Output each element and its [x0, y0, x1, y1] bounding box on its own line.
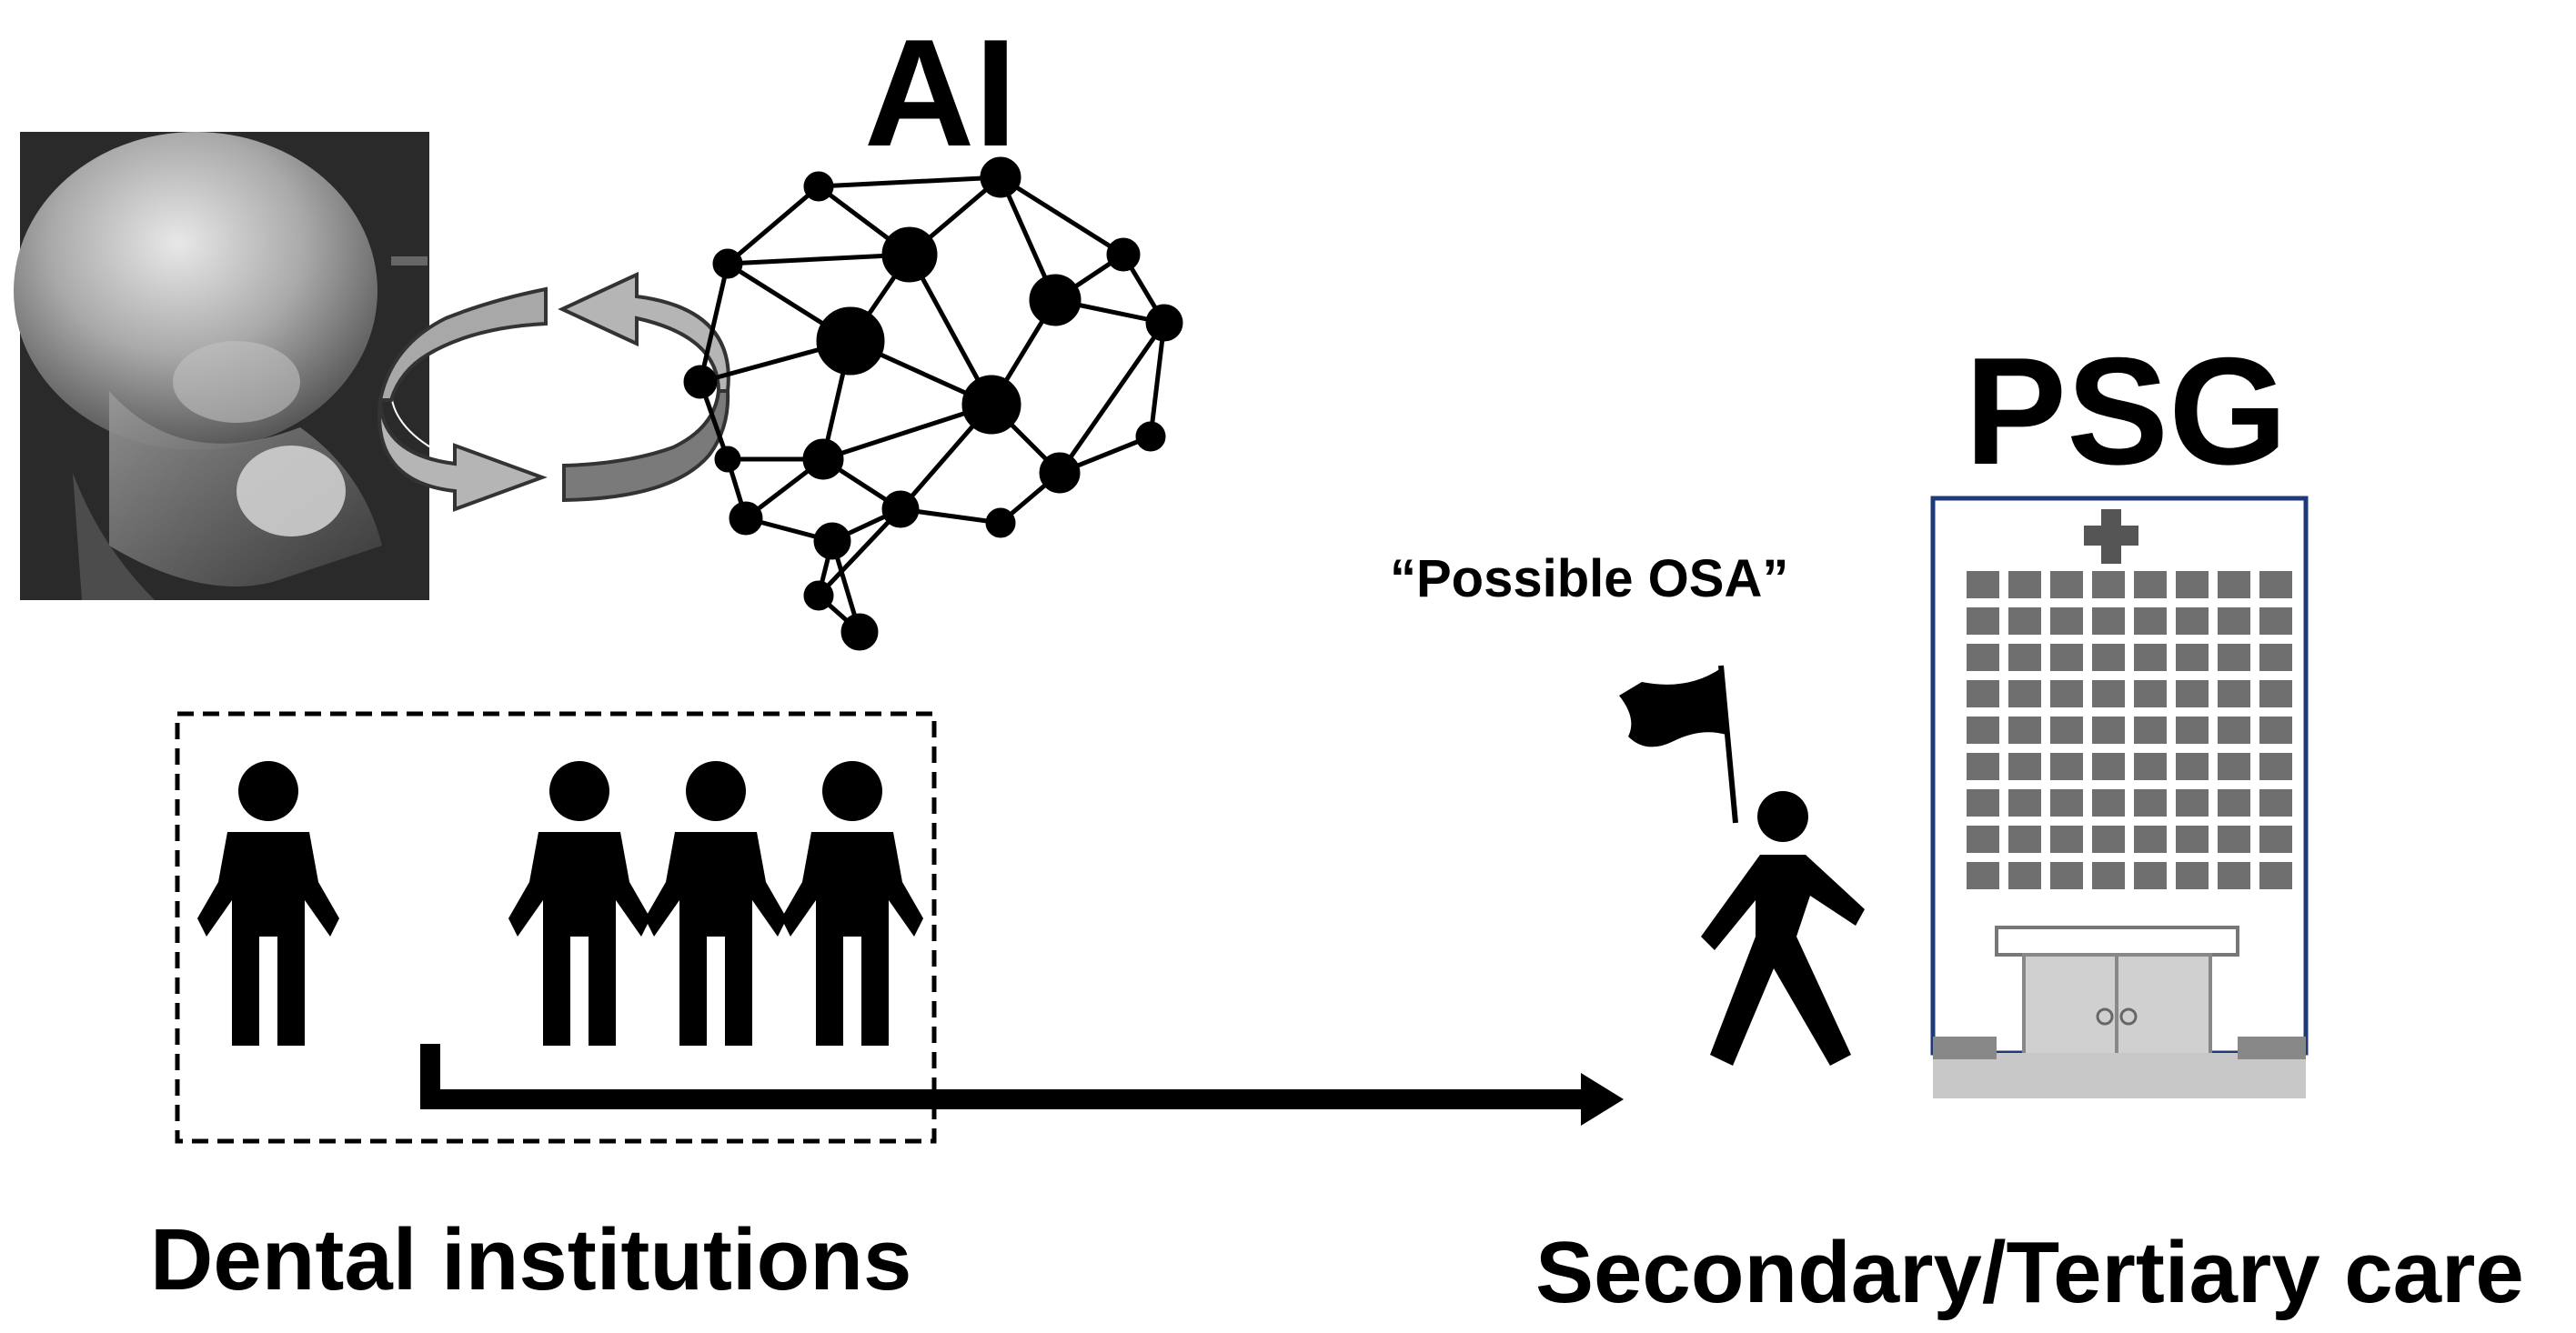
- building-window: [2050, 862, 2083, 889]
- building-window: [1967, 862, 1999, 889]
- building-window: [1967, 753, 1999, 780]
- building-window: [2050, 789, 2083, 817]
- secondary-tertiary-care-label: Secondary/Tertiary care: [1535, 1224, 2524, 1321]
- building-window: [2050, 571, 2083, 598]
- building-window: [2092, 571, 2125, 598]
- building-window: [2176, 717, 2209, 744]
- building-window: [2092, 680, 2125, 707]
- building-window: [2176, 680, 2209, 707]
- building-window: [2176, 644, 2209, 671]
- building-window: [2176, 862, 2209, 889]
- building-window: [2176, 607, 2209, 635]
- building-window: [2092, 644, 2125, 671]
- building-window: [2218, 789, 2250, 817]
- building-window: [2008, 753, 2041, 780]
- building-window: [2259, 862, 2292, 889]
- building-window: [2092, 717, 2125, 744]
- building-window: [1967, 680, 1999, 707]
- building-window: [1967, 826, 1999, 853]
- skull-xray-image: [14, 132, 429, 600]
- building-window: [2259, 571, 2292, 598]
- building-window: [2176, 789, 2209, 817]
- building-window: [2008, 717, 2041, 744]
- building-window: [2218, 826, 2250, 853]
- building-window: [2092, 607, 2125, 635]
- building-window: [2134, 644, 2167, 671]
- walking-person-with-flag-icon: [1619, 665, 1865, 1066]
- building-window: [2008, 571, 2041, 598]
- dental-institutions-label: Dental institutions: [150, 1211, 912, 1308]
- building-window: [2176, 826, 2209, 853]
- hospital-building-icon: [1930, 496, 2309, 1098]
- building-window: [1967, 607, 1999, 635]
- building-window: [2134, 607, 2167, 635]
- standing-person-icon: [197, 761, 339, 1046]
- building-window: [2259, 680, 2292, 707]
- standing-person-icon: [508, 761, 650, 1046]
- building-window: [2092, 862, 2125, 889]
- building-window: [2008, 826, 2041, 853]
- building-window: [2218, 607, 2250, 635]
- building-window: [2218, 862, 2250, 889]
- building-window: [2218, 753, 2250, 780]
- dental-group-box: [175, 711, 937, 1144]
- possible-osa-label: “Possible OSA”: [1390, 549, 1789, 608]
- building-window: [2259, 607, 2292, 635]
- building-window: [2259, 789, 2292, 817]
- building-window: [2176, 571, 2209, 598]
- building-window: [2134, 753, 2167, 780]
- building-window: [2050, 717, 2083, 744]
- building-window: [2050, 680, 2083, 707]
- ai-title: AI: [864, 7, 1017, 178]
- building-window: [2134, 862, 2167, 889]
- building-window: [1967, 717, 1999, 744]
- building-window: [1967, 789, 1999, 817]
- building-window: [2092, 753, 2125, 780]
- building-window: [2134, 717, 2167, 744]
- building-window: [2176, 753, 2209, 780]
- building-window: [2259, 717, 2292, 744]
- building-window: [2218, 644, 2250, 671]
- building-window: [2218, 717, 2250, 744]
- building-window: [2134, 571, 2167, 598]
- standing-person-icon: [645, 761, 787, 1046]
- psg-title: PSG: [1965, 326, 2288, 496]
- building-window: [2218, 680, 2250, 707]
- building-window: [2008, 607, 2041, 635]
- building-window: [2134, 826, 2167, 853]
- building-window: [2259, 753, 2292, 780]
- building-window: [2259, 826, 2292, 853]
- circular-arrows-icon: [377, 271, 730, 512]
- building-window: [2134, 680, 2167, 707]
- building-window: [2050, 826, 2083, 853]
- building-window: [2008, 644, 2041, 671]
- building-window: [2050, 607, 2083, 635]
- standing-person-icon: [781, 761, 923, 1046]
- building-window: [2050, 753, 2083, 780]
- building-window: [2218, 571, 2250, 598]
- neural-network-brain-icon: [683, 156, 1183, 651]
- building-window: [2134, 789, 2167, 817]
- building-window: [1967, 644, 1999, 671]
- building-window: [2008, 789, 2041, 817]
- referral-arrow: [420, 1044, 1624, 1126]
- building-window: [2259, 644, 2292, 671]
- building-window: [1967, 571, 1999, 598]
- building-window: [2092, 789, 2125, 817]
- building-window: [2008, 862, 2041, 889]
- building-window: [2092, 826, 2125, 853]
- building-window: [2008, 680, 2041, 707]
- building-window: [2050, 644, 2083, 671]
